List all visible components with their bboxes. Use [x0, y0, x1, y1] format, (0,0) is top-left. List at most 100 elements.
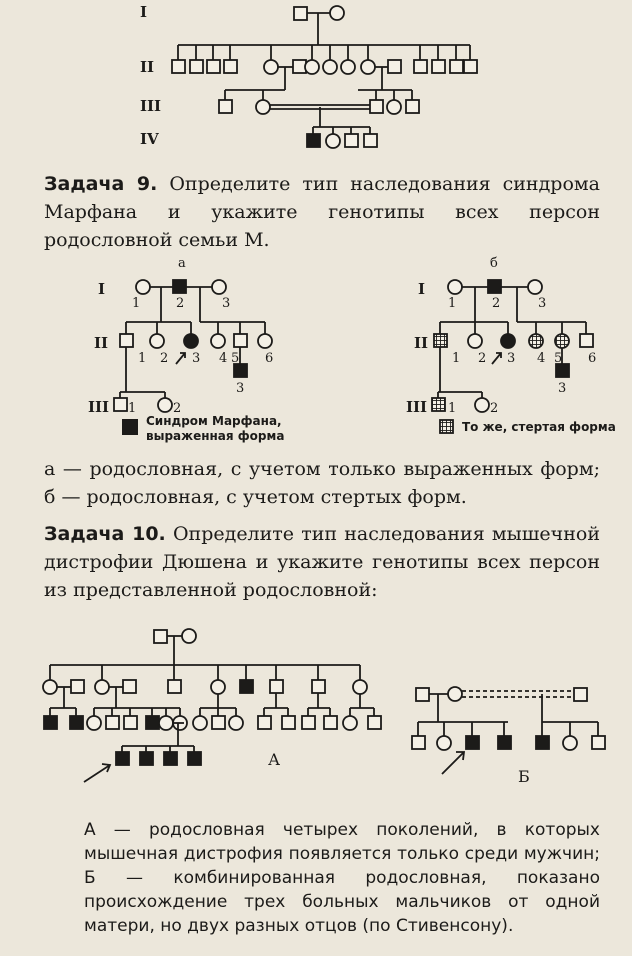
affected-male-symbol	[115, 751, 130, 766]
female-symbol	[447, 686, 463, 702]
female-symbol	[352, 679, 368, 695]
individual-number: 1	[448, 296, 456, 311]
individual-number: 4	[219, 351, 227, 366]
female-symbol	[228, 715, 244, 731]
affected-male-symbol	[233, 363, 248, 378]
male-symbol	[281, 715, 296, 730]
individual-number: 3	[236, 381, 244, 396]
male-symbol	[122, 679, 137, 694]
second-marriage-line	[462, 690, 574, 698]
male-symbol	[311, 679, 326, 694]
female-symbol	[340, 59, 356, 75]
male-symbol	[153, 629, 168, 644]
affected-male-symbol	[163, 751, 178, 766]
pedigree-duchenne-b: Б	[411, 686, 606, 786]
generation-label: III	[140, 97, 161, 115]
female-symbol	[211, 279, 227, 295]
female-symbol	[158, 715, 174, 731]
generation-label: II	[140, 58, 154, 76]
generation-label: I	[140, 3, 147, 21]
affected-male-symbol	[497, 735, 512, 750]
legend-mild-swatch	[439, 419, 454, 434]
individual-number: 2	[492, 296, 500, 311]
female-symbol	[562, 735, 578, 751]
individual-number: 1	[452, 351, 460, 366]
individual-number: 6	[265, 351, 273, 366]
female-symbol	[94, 679, 110, 695]
legend-affected-swatch	[122, 419, 138, 435]
pedigree-top: I II III IV	[140, 3, 478, 149]
task10-caption: А — родословная четырех поколений, в кот…	[84, 820, 600, 936]
legend-affected-label: Синдром Марфана, выраженная форма	[146, 414, 285, 443]
proband-arrow	[441, 751, 466, 775]
individual-number: 4	[537, 351, 545, 366]
individual-number: 1	[128, 401, 136, 416]
generation-label: I	[98, 280, 105, 298]
female-symbol	[304, 59, 320, 75]
proband-arrow	[175, 352, 186, 365]
individual-number: 6	[588, 351, 596, 366]
female-symbol	[447, 279, 463, 295]
male-symbol	[233, 333, 248, 348]
proband-arrow	[491, 352, 502, 365]
task9-label: Задача 9.	[44, 173, 158, 195]
affected-female-symbol	[183, 333, 199, 349]
male-symbol	[579, 333, 594, 348]
male-symbol	[413, 59, 428, 74]
male-symbol	[206, 59, 221, 74]
individual-number: 5	[554, 351, 562, 366]
individual-number: 2	[478, 351, 486, 366]
female-symbol	[42, 679, 58, 695]
male-symbol	[449, 59, 464, 74]
mild-affected-female-symbol	[554, 333, 570, 349]
male-symbol	[167, 679, 182, 694]
individual-number: 1	[448, 401, 456, 416]
female-symbol	[255, 99, 271, 115]
affected-male-symbol	[139, 751, 154, 766]
female-symbol	[436, 735, 452, 751]
individual-number: 3	[507, 351, 515, 366]
generation-label: II	[94, 334, 108, 352]
female-symbol	[322, 59, 338, 75]
legend-mild-label: То же, стертая форма	[462, 420, 616, 434]
mild-affected-female-symbol	[528, 333, 544, 349]
female-symbol	[386, 99, 402, 115]
female-symbol	[210, 333, 226, 349]
male-symbol	[591, 735, 606, 750]
male-symbol	[293, 6, 308, 21]
male-symbol	[363, 133, 378, 148]
generation-label: III	[406, 398, 427, 416]
male-symbol	[411, 735, 426, 750]
male-symbol	[415, 687, 430, 702]
affected-male-symbol	[555, 363, 570, 378]
male-symbol	[292, 59, 307, 74]
female-symbol	[210, 679, 226, 695]
female-symbol	[149, 333, 165, 349]
male-symbol	[387, 59, 402, 74]
female-symbol	[192, 715, 208, 731]
male-symbol	[70, 679, 85, 694]
affected-male-symbol	[239, 679, 254, 694]
individual-number: 3	[558, 381, 566, 396]
affected-male-symbol	[172, 279, 187, 294]
individual-number: 3	[538, 296, 546, 311]
generation-label: I	[418, 280, 425, 298]
female-symbol	[342, 715, 358, 731]
male-symbol	[405, 99, 420, 114]
female-symbol	[329, 5, 345, 21]
male-symbol	[367, 715, 382, 730]
individual-number: 2	[176, 296, 184, 311]
generation-label: II	[414, 334, 428, 352]
affected-male-symbol	[535, 735, 550, 750]
male-symbol	[573, 687, 588, 702]
task9-text: Определите тип наследования синдрома Мар…	[44, 173, 600, 251]
panel-letter: Б	[518, 767, 530, 786]
task9-paragraph: Задача 9. Определите тип наследования си…	[44, 170, 600, 254]
panel-letter: а	[178, 256, 186, 271]
male-symbol	[171, 59, 186, 74]
affected-male-symbol	[487, 279, 502, 294]
male-symbol	[123, 715, 138, 730]
male-symbol	[269, 679, 284, 694]
female-symbol	[86, 715, 102, 731]
pedigree-marfan-b: б I II III 1 2 3 1 2 3 4 5 6 3	[406, 256, 596, 416]
